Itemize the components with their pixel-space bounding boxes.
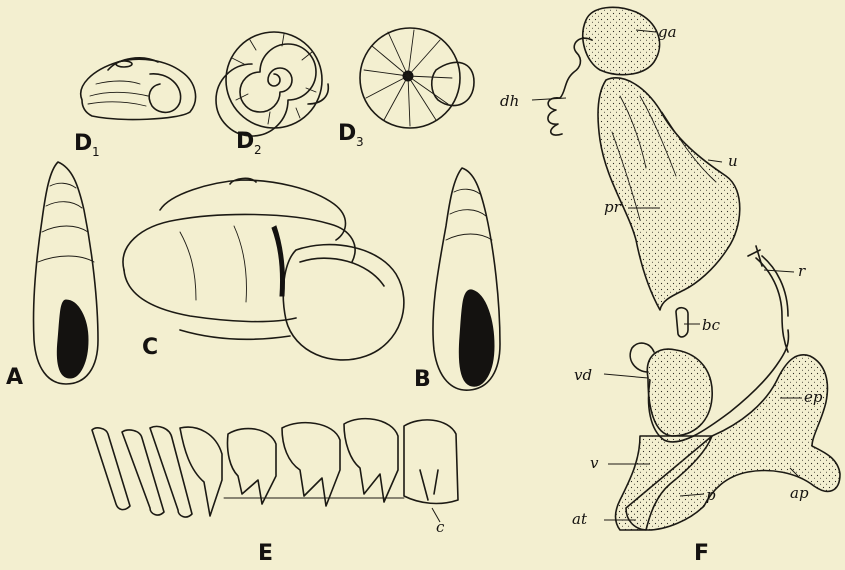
label-bc: bc bbox=[702, 316, 721, 334]
figure-letter-f: F bbox=[694, 541, 709, 566]
label-ap: ap bbox=[790, 484, 809, 502]
shell-b-drawing bbox=[433, 168, 500, 390]
figure-subscript-d1: 1 bbox=[92, 145, 100, 159]
label-at: at bbox=[572, 510, 588, 528]
figure-subscript-d2: 2 bbox=[254, 143, 262, 157]
figure-letter-c: C bbox=[142, 335, 158, 360]
radula-label-c: c bbox=[436, 518, 445, 536]
shell-a-drawing bbox=[33, 162, 98, 384]
label-vd: vd bbox=[574, 366, 592, 384]
figure-letter-b: B bbox=[414, 367, 431, 392]
label-pr: pr bbox=[604, 198, 622, 216]
figure-letter-a: A bbox=[6, 365, 23, 390]
label-ep: ep bbox=[804, 388, 823, 406]
label-r: r bbox=[798, 262, 806, 280]
shell-c-drawing bbox=[123, 178, 404, 360]
figure-subscript-d3: 3 bbox=[356, 135, 364, 149]
label-p: p bbox=[706, 486, 716, 504]
figure-letter-d1: D bbox=[74, 131, 92, 156]
reproductive-anatomy-drawing: ga dh u pr r bc vd ep v p at ap bbox=[500, 7, 840, 530]
shell-d2-drawing bbox=[216, 32, 328, 136]
figure-letter-d3: D bbox=[338, 121, 356, 146]
label-v: v bbox=[590, 454, 599, 472]
shell-d3-drawing bbox=[360, 28, 474, 128]
label-u: u bbox=[728, 152, 738, 170]
shell-d1-drawing bbox=[81, 58, 196, 120]
figure-letter-d2: D bbox=[236, 129, 254, 154]
radula-drawing: c bbox=[92, 419, 458, 536]
figure-letter-e: E bbox=[258, 541, 273, 566]
label-ga: ga bbox=[658, 23, 677, 41]
label-dh: dh bbox=[500, 92, 519, 110]
